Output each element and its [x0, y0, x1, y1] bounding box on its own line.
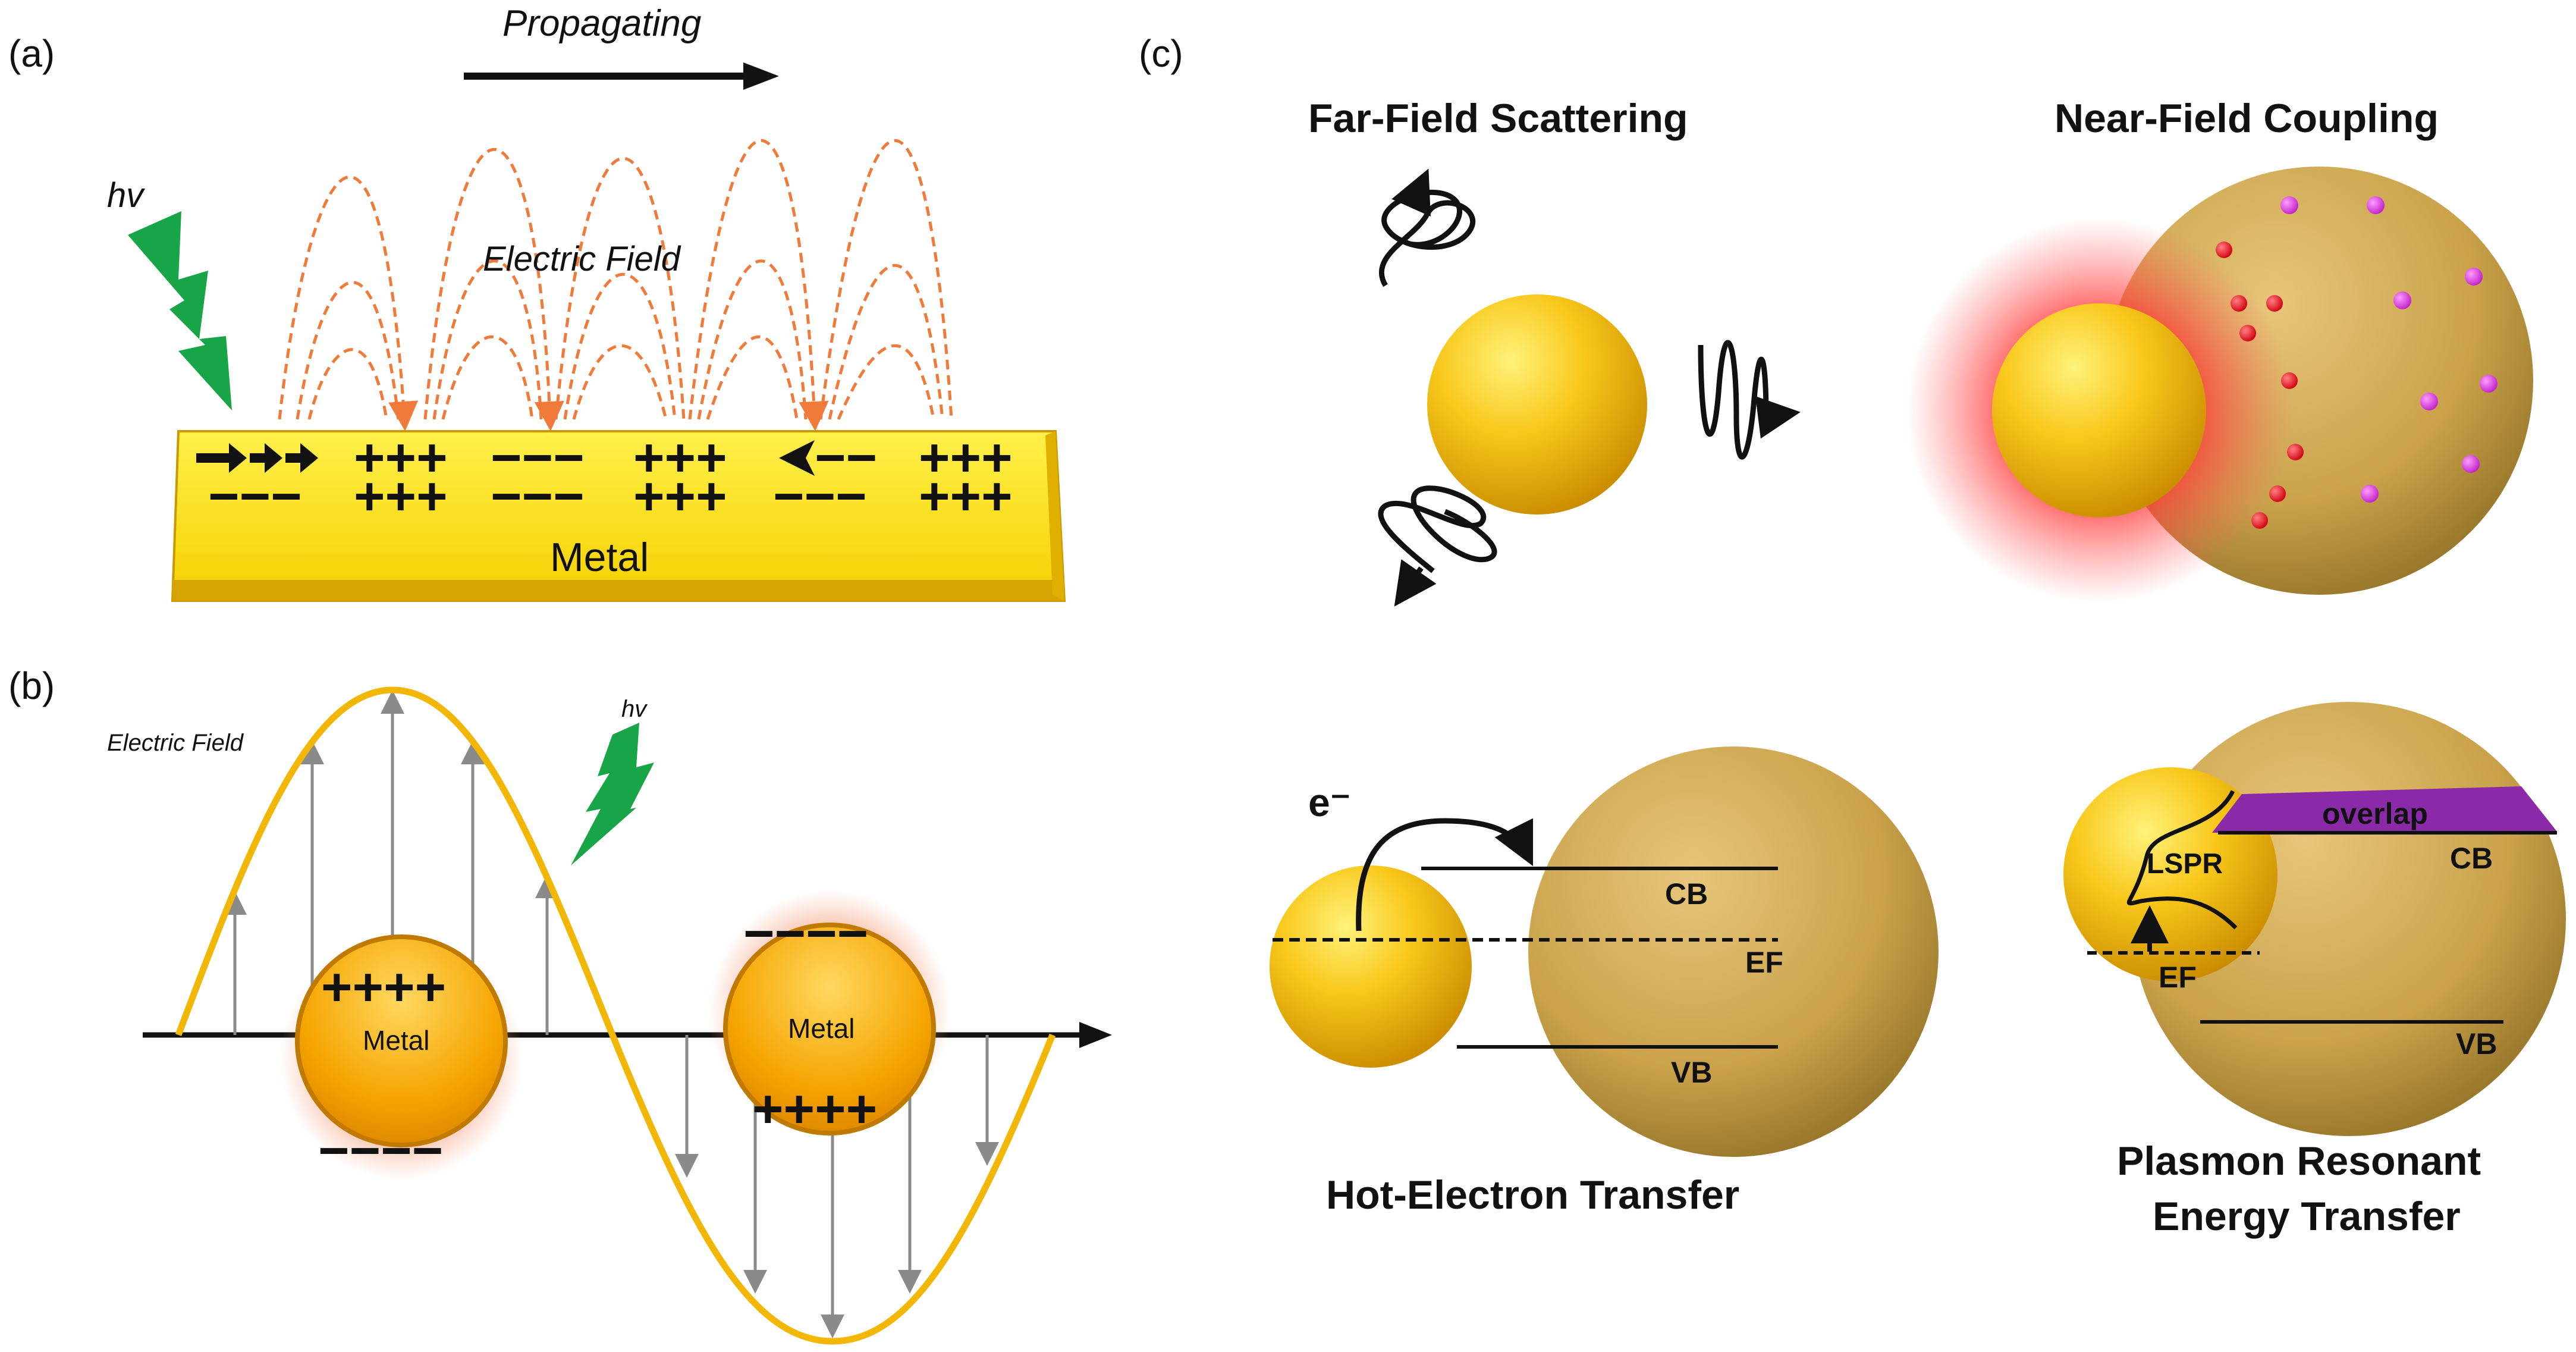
charge-row1-2: −−−: [491, 428, 585, 488]
ef-label-het: EF: [1745, 946, 1783, 979]
charge-row2-5: −−−: [773, 467, 867, 526]
electric-field-label-a: Electric Field: [483, 240, 681, 278]
light-bolt-icon-b: [571, 723, 654, 865]
lspr-curve: [2126, 790, 2238, 930]
electric-field-label-b: Electric Field: [107, 730, 244, 756]
charge-row2-2: +++: [354, 467, 448, 526]
charge-row2-4: +++: [633, 467, 727, 526]
panel-b: (b) Electric Field hv M: [8, 664, 1112, 1345]
minus-charges-left: −−−−: [318, 1121, 443, 1181]
electron-hop-arrow: [1356, 818, 1534, 931]
hot-electron-title: Hot-Electron Transfer: [1326, 1172, 1739, 1218]
light-bolt-icon: [128, 211, 232, 410]
vb-label-het: VB: [1671, 1056, 1712, 1089]
pret-title-line1: Plasmon Resonant: [2117, 1138, 2481, 1184]
band-lines-het: [1273, 867, 1778, 1049]
cb-label-het: CB: [1665, 877, 1708, 911]
panel-c: (c) Far-Field Scattering Near-Field Coup…: [1139, 32, 2566, 1239]
metal-label-a: Metal: [550, 535, 649, 580]
charge-row1-4: −−: [815, 428, 877, 488]
minus-charges-right: −−−−: [743, 904, 868, 964]
metal-label-b-left: Metal: [363, 1025, 429, 1056]
metal-slab: [171, 430, 1066, 602]
propagating-label: Propagating: [502, 3, 701, 44]
panel-a-tag: (a): [8, 32, 55, 75]
ef-label-pret: EF: [2159, 961, 2197, 994]
gold-nanoparticle-het: [1270, 865, 1472, 1068]
metal-particle-left: Metal ++++ −−−−: [279, 934, 523, 1181]
scattered-wave-icons: [1378, 168, 1801, 607]
band-lines-pret: [2087, 831, 2557, 1024]
panel-c-tag: (c): [1139, 32, 1183, 75]
electric-field-wave: [175, 686, 1056, 1345]
panel-a: (a) Propagating Electric Field: [8, 3, 1066, 602]
short-arrows-icon: [196, 443, 318, 473]
metal-label-b-right: Metal: [788, 1013, 855, 1044]
near-field-coupling: Near-Field Coupling: [1906, 96, 2533, 604]
panel-b-tag: (b): [8, 664, 55, 707]
plus-charges-left: ++++: [321, 958, 446, 1017]
electron-label: e⁻: [1308, 780, 1351, 824]
cb-label-pret: CB: [2450, 842, 2493, 875]
surface-charges: +++ −−− +++ −− +++ −−− +++ −−− +++ −−− +…: [196, 428, 1013, 526]
charge-row2-3: −−−: [491, 467, 585, 526]
charge-row2-1: −−−: [208, 467, 302, 526]
charge-row2-6: +++: [919, 467, 1013, 526]
red-dots: [2216, 241, 2304, 529]
gold-nanoparticle-nf: [1992, 303, 2206, 517]
pret-title-line2: Energy Transfer: [2153, 1194, 2461, 1239]
propagating-arrow: [464, 62, 779, 90]
gold-nanoparticle: [1427, 294, 1647, 515]
far-field-title: Far-Field Scattering: [1308, 96, 1688, 141]
charge-row1-3: +++: [633, 428, 727, 488]
hv-label-b: hv: [621, 696, 648, 722]
pink-dots: [2280, 196, 2498, 503]
arrowhead-left-icon: [779, 440, 815, 476]
overlap-band: [2212, 786, 2557, 833]
plasmon-resonant-energy-transfer: overlap LSPR CB EF VB Plasmon Resonant E…: [2063, 702, 2566, 1239]
far-field-scattering: Far-Field Scattering: [1308, 96, 1801, 607]
charge-row1-5: +++: [919, 428, 1013, 488]
vb-label-pret: VB: [2456, 1027, 2497, 1061]
lspr-label: LSPR: [2147, 848, 2223, 880]
hot-electron-transfer: e⁻ CB EF VB Hot-Electron Transfer: [1270, 746, 1939, 1218]
field-loops: [278, 139, 953, 431]
semiconductor-sphere-het: [1528, 746, 1939, 1157]
hv-label-a: hv: [107, 176, 145, 215]
overlap-label: overlap: [2322, 797, 2428, 830]
metal-particle-right: Metal −−−− ++++: [708, 889, 951, 1139]
plus-charges-right: ++++: [752, 1080, 877, 1139]
charge-row1-1: +++: [354, 428, 448, 488]
near-field-title: Near-Field Coupling: [2054, 96, 2439, 141]
